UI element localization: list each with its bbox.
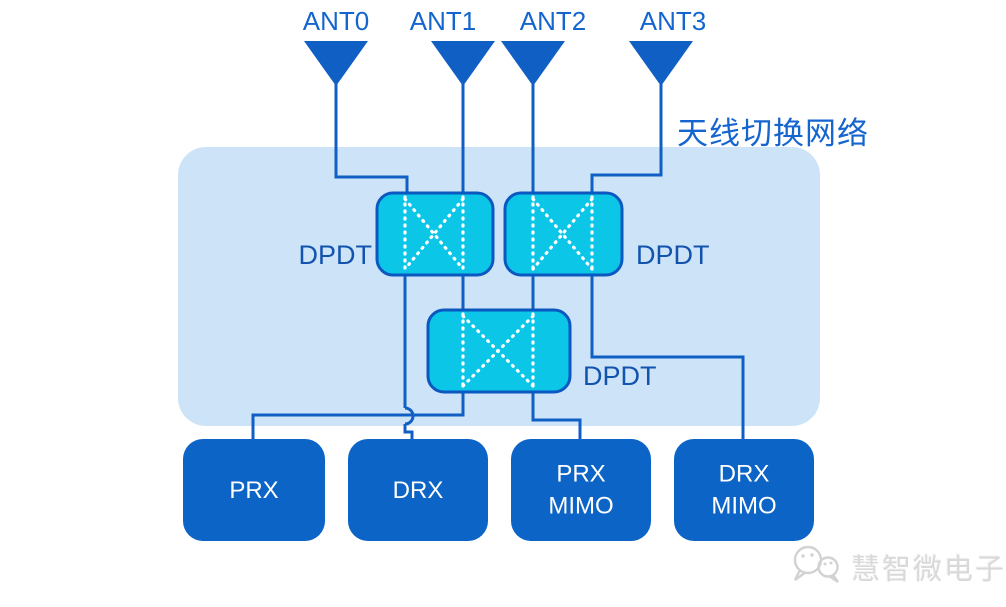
wire-ant3-to-dpdt-right xyxy=(590,84,663,194)
block-drx xyxy=(348,439,488,541)
block-label-drx: DRX xyxy=(392,476,444,504)
antenna-label-ant0: ANT0 xyxy=(302,6,370,36)
dpdt-label-left: DPDT xyxy=(298,240,373,270)
wire-dpdt-middle-to-prx xyxy=(251,391,465,441)
block-drx-mimo xyxy=(674,439,814,541)
dpdt-switch-left xyxy=(375,191,495,277)
dpdt-right-switch-paths xyxy=(531,195,594,273)
antenna-icon-ant3 xyxy=(629,41,693,86)
chat-bubbles-icon xyxy=(793,545,839,583)
antenna-icon-ant1 xyxy=(431,41,495,86)
block-prx-mimo xyxy=(511,439,651,541)
wire-dpdt-middle-to-prx-mimo xyxy=(531,391,582,441)
dpdt-switch-right xyxy=(503,191,624,277)
dpdt-middle-switch-paths xyxy=(461,312,535,390)
watermark-text: 慧智微电子 xyxy=(851,554,1006,586)
antenna-label-ant1: ANT1 xyxy=(409,6,477,36)
wire-dpdt-right-to-drx-mimo xyxy=(590,274,745,441)
dpdt-label-middle: DPDT xyxy=(583,361,657,391)
wire-ant0-to-dpdt-left xyxy=(334,84,409,194)
block-label-prx: PRX xyxy=(229,476,279,504)
block-label-prx-mimo: PRX MIMO xyxy=(548,460,614,520)
dpdt-left-switch-paths xyxy=(403,195,465,273)
antenna-icon-ant2 xyxy=(501,41,565,86)
antenna-label-ant3: ANT3 xyxy=(639,6,707,36)
antenna-label-ant2: ANT2 xyxy=(519,6,587,36)
dpdt-label-right: DPDT xyxy=(636,240,710,270)
block-prx xyxy=(183,439,325,541)
antenna-icon-ant0 xyxy=(304,41,368,86)
panel-title: 天线切换网络 xyxy=(677,116,869,151)
block-label-drx-mimo: DRX MIMO xyxy=(711,460,777,520)
